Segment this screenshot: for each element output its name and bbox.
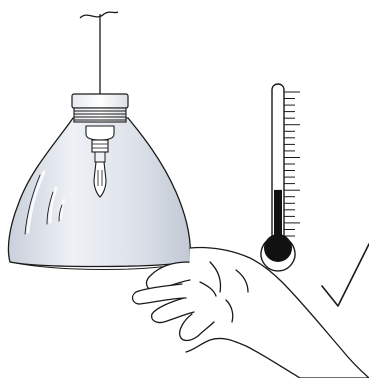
light-bulb <box>94 162 106 197</box>
check-mark <box>322 244 369 306</box>
thermometer <box>261 84 300 271</box>
thermometer-bulb <box>264 234 292 262</box>
lamp-collar <box>72 94 128 122</box>
thermometer-scale <box>284 92 300 236</box>
pendant-lamp <box>8 12 190 270</box>
lamp-cord <box>80 12 118 96</box>
hand <box>133 247 369 378</box>
